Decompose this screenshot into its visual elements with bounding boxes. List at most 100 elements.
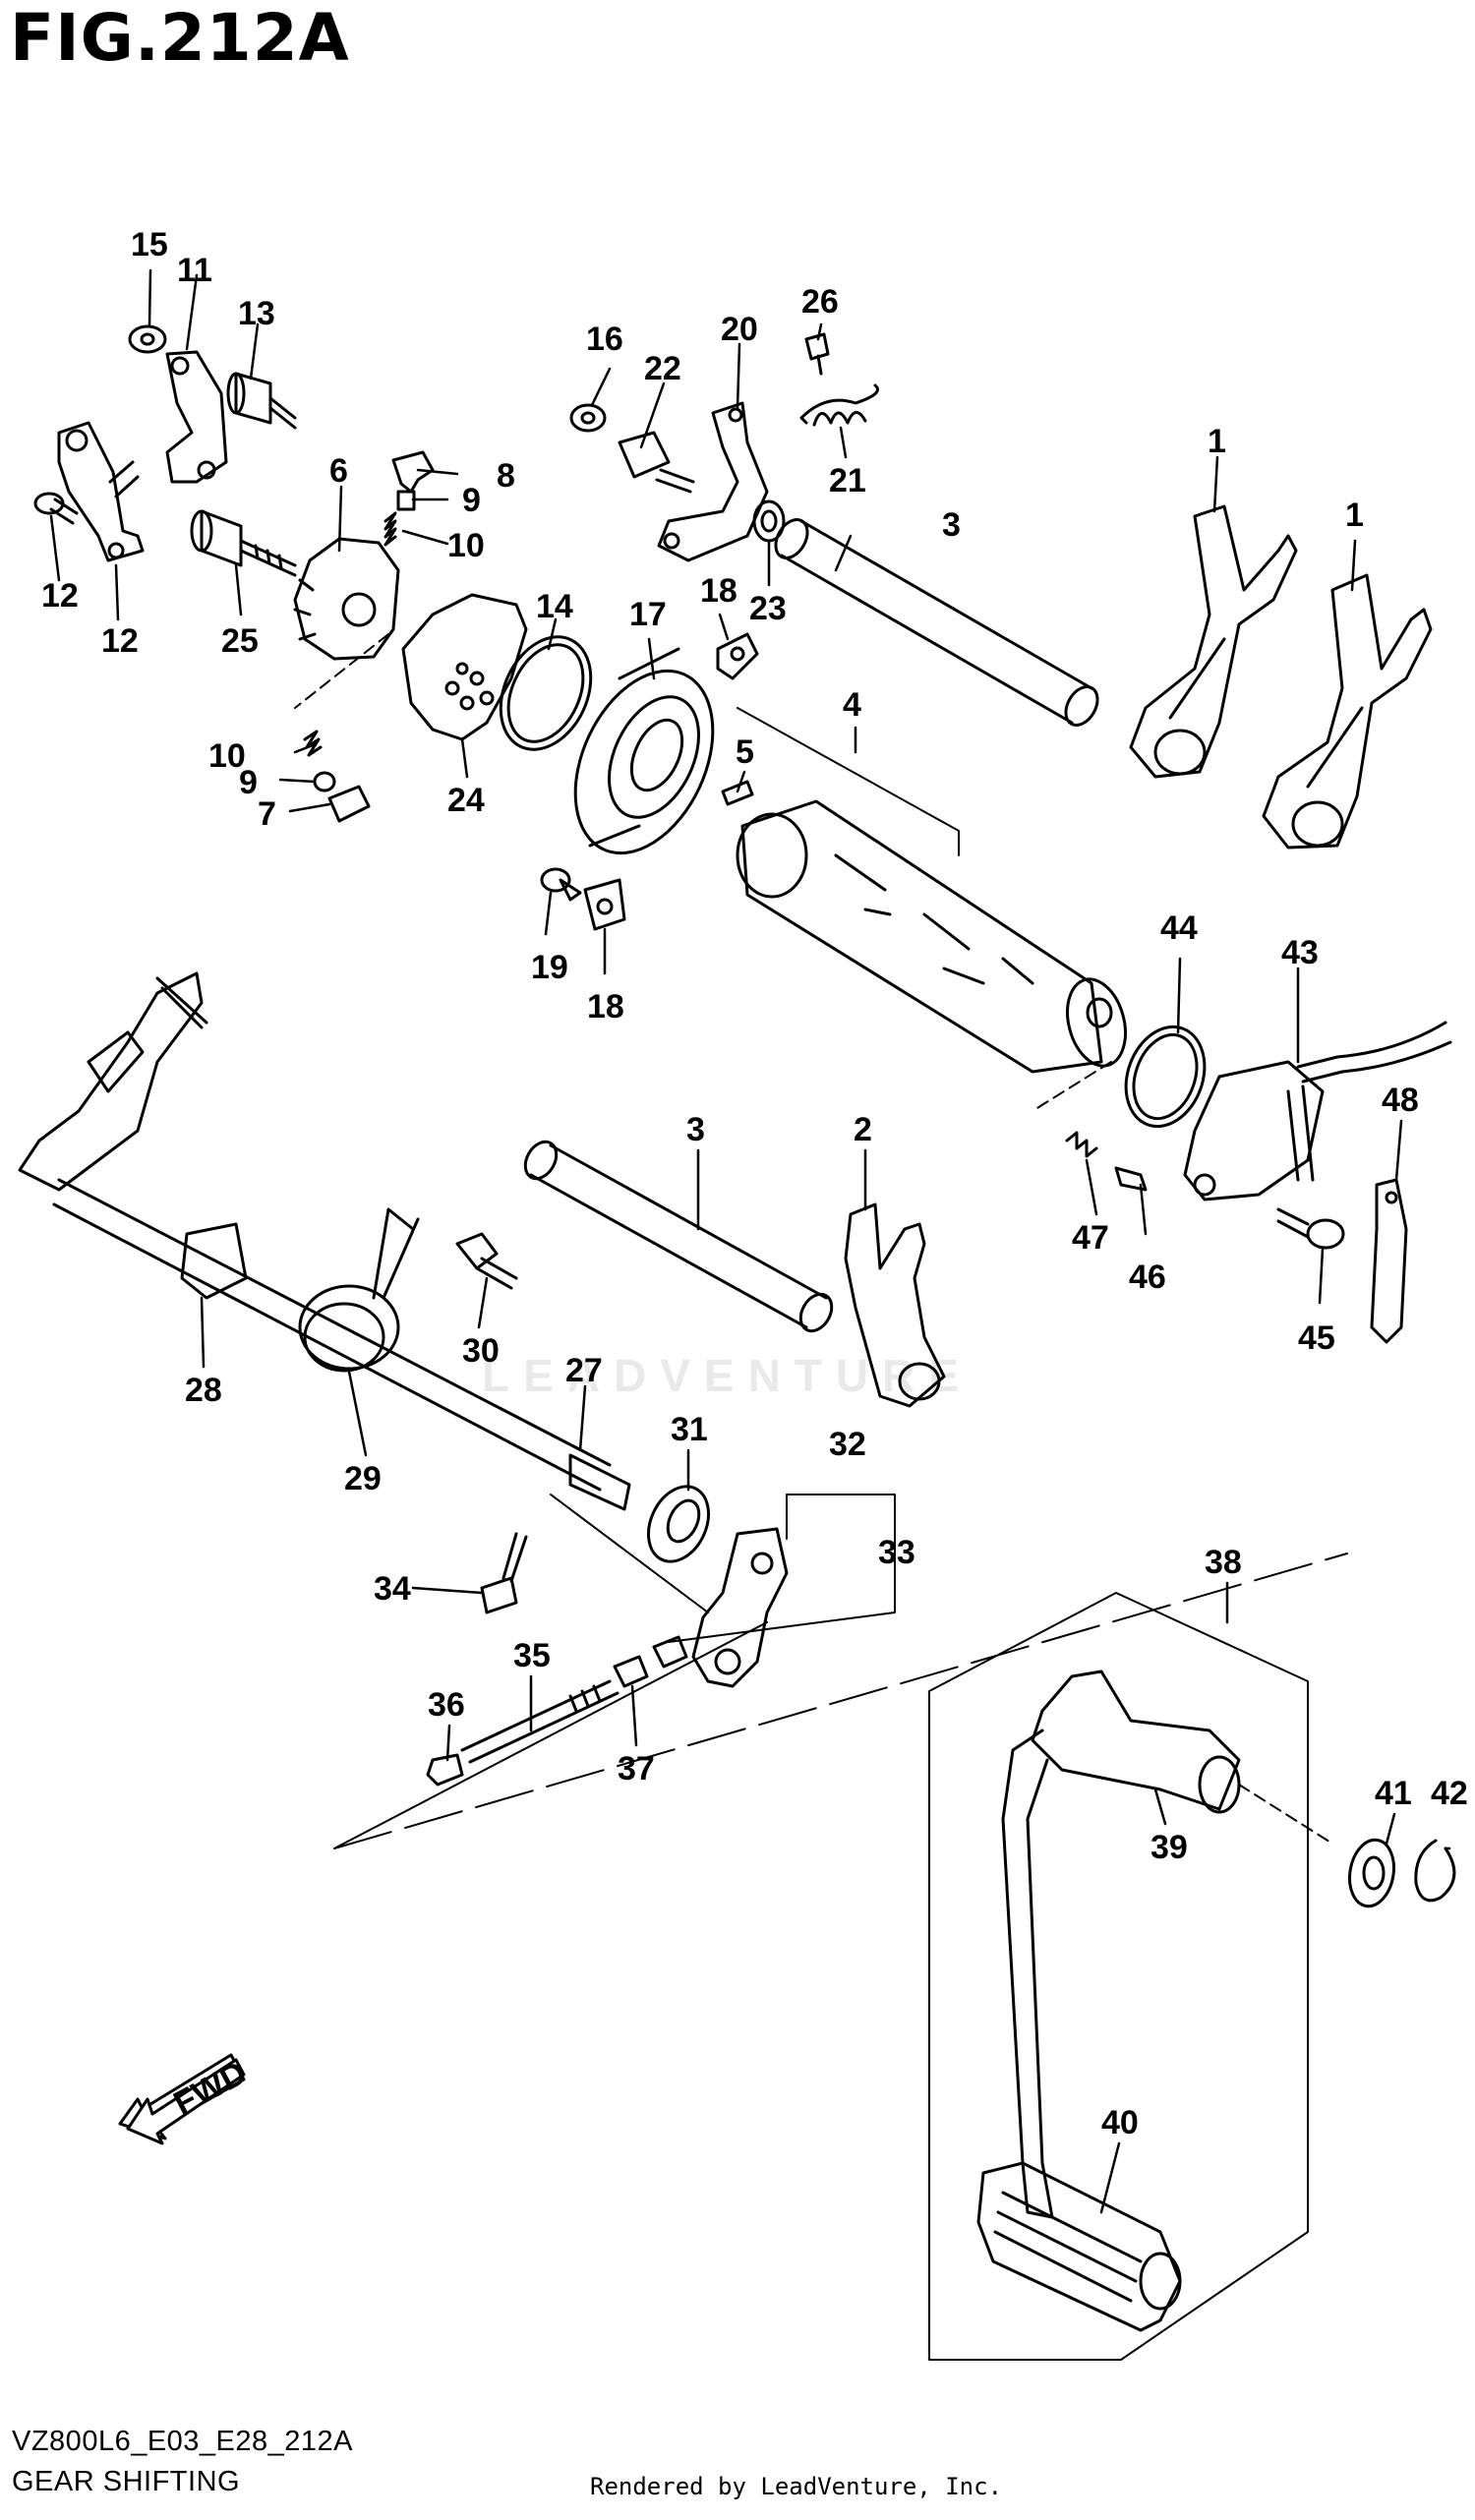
- guide-triangle-2: [333, 1621, 768, 1849]
- leader-dash-44-47: [1032, 1061, 1112, 1112]
- leader-33: [668, 1577, 896, 1643]
- part-pedal-40: [976, 1729, 1182, 2332]
- part-screw-13: [33, 492, 79, 525]
- part-sensor-43: [1183, 1021, 1452, 1201]
- guide-triangle: [333, 1553, 1348, 1849]
- part-drum-4: [736, 799, 1127, 1074]
- part-nut-36: [426, 1753, 464, 1787]
- part-spring-47: [1065, 1131, 1098, 1158]
- callout-11: 11: [177, 252, 212, 289]
- part-fork-1b: [1262, 573, 1433, 850]
- part-bolt-26: [804, 332, 830, 376]
- part-shaft-3-lower: [523, 1140, 834, 1333]
- part-plate-11: [165, 350, 228, 484]
- part-nut-16a: [128, 324, 167, 354]
- part-shaft-3-upper: [774, 518, 1099, 727]
- fwd-label: FWD: [168, 2054, 253, 2123]
- callout-46: 46: [1129, 1259, 1166, 1296]
- part-bolt-34: [480, 1532, 528, 1614]
- part-oring-14: [499, 635, 593, 751]
- callout-37: 37: [618, 1750, 655, 1787]
- callout-6: 6: [329, 452, 348, 490]
- part-bearing-17: [573, 647, 715, 855]
- part-seal-31: [647, 1485, 710, 1563]
- part-pin-5: [721, 780, 754, 806]
- part-circlip-42: [1414, 1839, 1456, 1903]
- fwd-arrow-icon: [118, 2053, 246, 2145]
- callout-18b: 18: [587, 988, 624, 1026]
- part-cam-6: [293, 537, 400, 661]
- part-arm-32-33: [691, 1527, 789, 1688]
- part-washer-18b: [583, 878, 626, 931]
- part-nut-16b: [569, 403, 607, 433]
- callout-43: 43: [1281, 934, 1319, 971]
- part-oring-44: [1124, 1025, 1207, 1129]
- part-bolt-45: [1276, 1207, 1345, 1250]
- callout-25: 25: [221, 622, 259, 660]
- callout-47: 47: [1072, 1219, 1109, 1257]
- callout-42: 42: [1431, 1775, 1468, 1812]
- part-pawl-group-top: [384, 450, 435, 547]
- part-box-38: [928, 1592, 1309, 2361]
- credit-text: Rendered by LeadVenture, Inc.: [590, 2473, 1003, 2500]
- part-stud-22: [618, 431, 695, 494]
- callout-9b: 9: [239, 764, 258, 801]
- callout-2: 2: [854, 1111, 872, 1148]
- callout-20: 20: [721, 311, 758, 348]
- callout-19: 19: [531, 949, 568, 986]
- callout-1: 1: [1208, 423, 1226, 460]
- callout-21: 21: [829, 462, 866, 499]
- callout-34: 34: [374, 1570, 411, 1608]
- part-bolt-19: [540, 867, 582, 902]
- callout-8: 8: [497, 457, 515, 495]
- figure-title: FIG.212A: [10, 0, 350, 76]
- callout-38: 38: [1205, 1544, 1242, 1581]
- part-bolt-25: [190, 509, 297, 577]
- leader-bracket-4: [737, 707, 960, 856]
- callout-16b: 16: [586, 321, 623, 358]
- callout-23: 23: [749, 590, 787, 627]
- callout-10b: 10: [208, 737, 246, 775]
- callout-12: 12: [101, 622, 139, 660]
- callout-10: 10: [447, 527, 485, 564]
- part-bracket-20: [657, 401, 769, 562]
- callout-16: 15: [131, 226, 168, 264]
- callout-26: 26: [801, 283, 839, 321]
- callout-14: 14: [536, 588, 573, 625]
- part-fork-1a: [1129, 504, 1298, 779]
- callout-39: 39: [1150, 1829, 1188, 1866]
- part-clamp-48: [1370, 1178, 1408, 1344]
- callout-4: 4: [843, 686, 861, 724]
- leader-bracket-32: [786, 1494, 896, 1594]
- callout-45: 45: [1298, 1319, 1335, 1357]
- part-shift-shaft-27-28: [18, 971, 631, 1511]
- leader-31-arm: [550, 1494, 709, 1613]
- model-code: VZ800L6_E03_E28_212A: [12, 2426, 354, 2457]
- part-stud-15: [226, 372, 297, 430]
- part-washer-18a: [716, 632, 759, 680]
- callout-29: 29: [344, 1460, 382, 1497]
- callout-41: 41: [1375, 1775, 1412, 1812]
- part-pivot-39: [1031, 1670, 1241, 1814]
- callout-labels: 15 11 13 6 8 9 10 12 12 25 10 9 7 24 14 …: [41, 226, 1468, 2141]
- callout-33: 33: [878, 1534, 915, 1571]
- callout-3b: 3: [686, 1111, 705, 1148]
- callout-44: 44: [1160, 909, 1198, 947]
- part-washer-41: [1348, 1838, 1395, 1908]
- callout-7: 7: [258, 795, 276, 833]
- callout-36: 36: [428, 1686, 465, 1724]
- part-spring-21: [799, 383, 879, 427]
- callout-31: 31: [671, 1411, 708, 1448]
- callout-3: 3: [942, 506, 961, 544]
- callout-1b: 1: [1345, 497, 1364, 534]
- part-bolt-35: [460, 1679, 620, 1764]
- callout-24: 24: [447, 782, 485, 819]
- part-fork-2: [844, 1202, 946, 1408]
- callout-27: 27: [565, 1352, 603, 1389]
- part-star-plate-24: [401, 593, 528, 741]
- leader-dash-39-41: [1238, 1784, 1333, 1845]
- part-bolt-30: [455, 1232, 518, 1290]
- callout-5: 5: [736, 733, 754, 771]
- callout-40: 40: [1101, 2104, 1139, 2141]
